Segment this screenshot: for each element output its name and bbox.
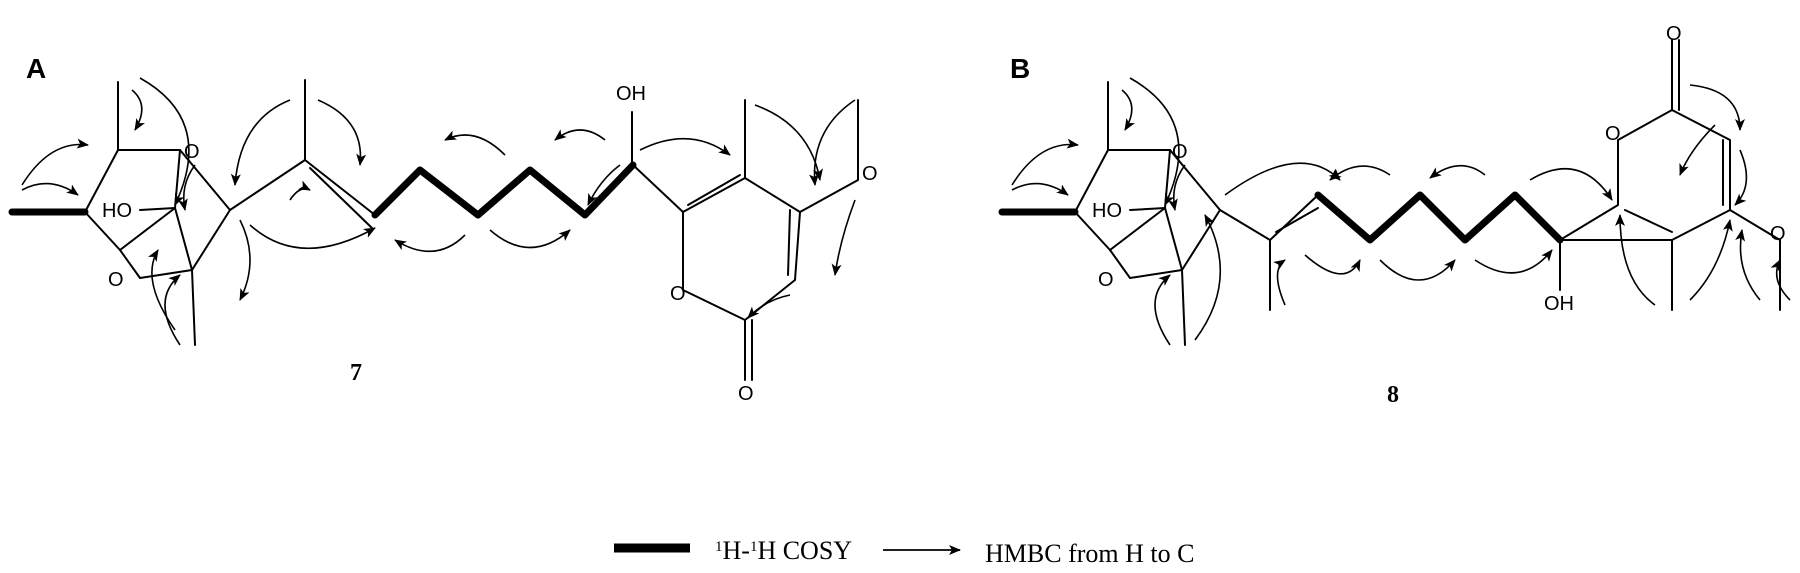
carbonyl-oxygen-label: O (1666, 23, 1682, 45)
panel-a: A (8, 53, 878, 405)
skeleton-7 (84, 79, 859, 381)
cosy-bonds-7 (8, 161, 637, 219)
hydroxyl-label: HO (102, 200, 132, 222)
legend: 1H-1H COSY HMBC from H to C (614, 536, 1194, 568)
cosy-legend-label: 1H-1H COSY (715, 536, 852, 565)
cosy-bonds-8 (998, 191, 1564, 244)
hydroxyl-label: OH (616, 83, 646, 105)
oxygen-label: O (1098, 269, 1114, 291)
hydroxyl-label: OH (1544, 293, 1574, 315)
methoxy-oxygen-label: O (1770, 223, 1786, 245)
ring-oxygen-label: O (1605, 123, 1621, 145)
structure-7: O O HO OH O O O (8, 77, 878, 405)
methoxy-oxygen-label: O (862, 163, 878, 185)
skeleton-8 (1074, 39, 1781, 346)
superscript: 1 (715, 539, 723, 555)
cosy-text-part: H COSY (757, 536, 852, 565)
superscript: 1 (750, 539, 758, 555)
hmbc-arrows-7 (21, 77, 856, 346)
structure-8: O O HO OH O O O (998, 23, 1791, 346)
oxygen-label: O (184, 141, 200, 163)
compound-number-8: 8 (1387, 382, 1399, 408)
hmbc-legend-label: HMBC from H to C (985, 539, 1194, 568)
panel-label-b: B (1010, 53, 1030, 84)
hydroxyl-label: HO (1092, 200, 1122, 222)
cosy-text-part: H- (723, 536, 750, 565)
oxygen-label: O (1172, 141, 1188, 163)
compound-number-7: 7 (350, 360, 362, 386)
oxygen-label: O (670, 283, 686, 305)
oxygen-label: O (108, 269, 124, 291)
panel-b: B (998, 23, 1791, 408)
carbonyl-oxygen-label: O (738, 383, 754, 405)
panel-label-a: A (26, 53, 46, 84)
hmbc-arrows-8 (1011, 77, 1791, 346)
